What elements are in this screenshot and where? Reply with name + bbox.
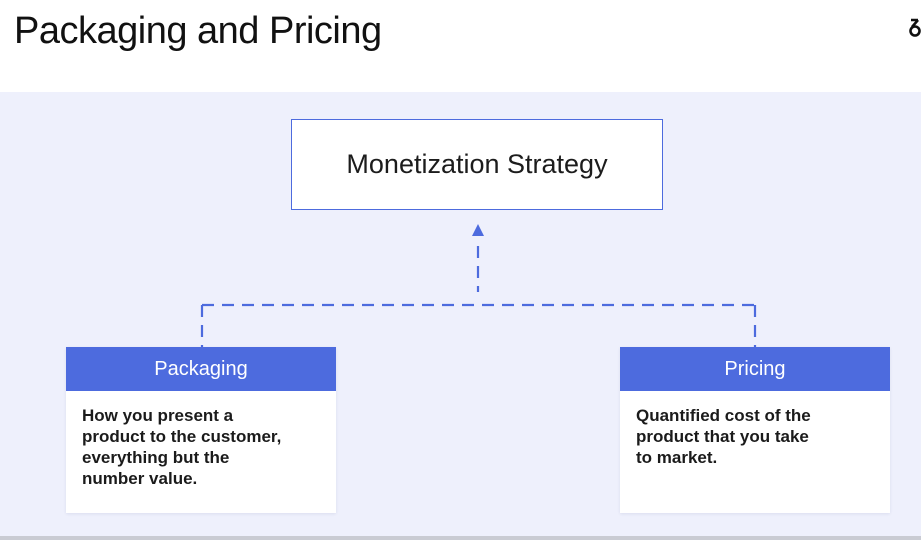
logo-icon: [906, 14, 921, 38]
pricing-card-description: Quantified cost of the product that you …: [636, 406, 811, 467]
pricing-card: Pricing Quantified cost of the product t…: [620, 347, 890, 513]
monetization-strategy-box: Monetization Strategy: [291, 119, 663, 210]
arrow-up-icon: [472, 224, 484, 236]
bottom-divider: [0, 536, 921, 540]
packaging-card-description: How you present a product to the custome…: [82, 406, 282, 488]
packaging-card: Packaging How you present a product to t…: [66, 347, 336, 513]
page-title: Packaging and Pricing: [14, 10, 382, 52]
pricing-card-title: Pricing: [620, 347, 890, 391]
packaging-card-title: Packaging: [66, 347, 336, 391]
